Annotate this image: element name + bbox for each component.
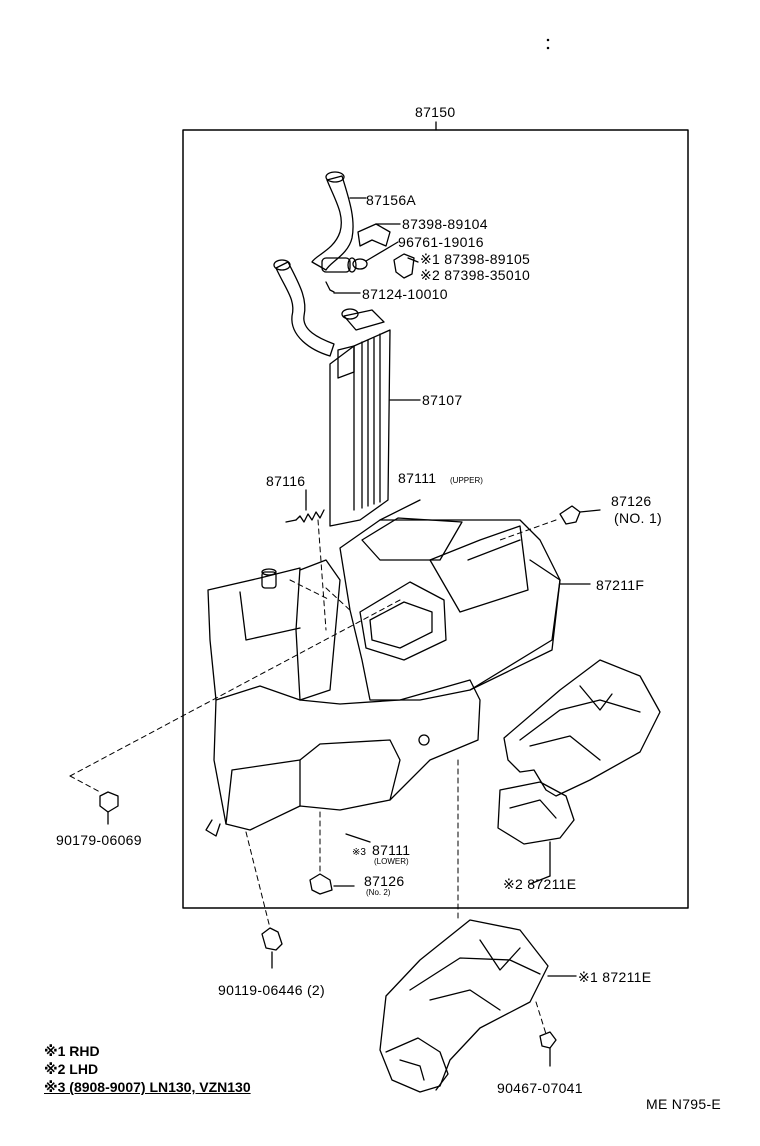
note-lower: (LOWER) [374,857,409,866]
label-87211E-lhd: ※2 87211E [503,876,577,892]
hose-87156A [312,172,366,272]
spring-87116 [286,490,324,522]
upper-case-87111 [340,518,560,700]
bolt-90119-06446 [262,928,282,968]
label-87150: 87150 [415,104,456,120]
label-87398-89105: ※1 87398-89105 [420,251,531,267]
label-87126-no1: 87126 [611,493,652,509]
clip-87126-no2 [310,874,354,894]
legend-lhd: ※2 LHD [44,1061,99,1077]
heater-core-87107 [330,309,420,526]
label-87124-10010: 87124-10010 [362,286,448,302]
label-96761-19016: 96761-19016 [398,234,484,250]
label-90119-06446: 90119-06446 (2) [218,982,325,998]
label-87126-no2: 87126 [364,873,405,889]
legend-rhd: ※1 RHD [44,1043,100,1059]
clip-87124-10010 [326,282,360,293]
label-87398-89104: 87398-89104 [402,216,488,232]
label-87111-lower: 87111 [372,842,411,858]
dashed-guide-lines [70,520,556,1034]
label-87156A: 87156A [366,192,417,208]
case-87211E-rhd [380,920,576,1092]
reference-code: ME N795-E [646,1096,722,1112]
label-90467-07041: 90467-07041 [497,1080,583,1096]
label-90179-06069: 90179-06069 [56,832,142,848]
bracket-87398 [394,254,418,278]
leader-lines [346,500,550,884]
hose-lower [274,260,334,356]
label-87111-upper: 87111 [398,470,437,486]
label-87211F: 87211F [596,577,645,593]
label-87398-35010: ※2 87398-35010 [420,267,531,283]
case-87211F [470,560,590,690]
case-87211E-lhd [498,660,660,876]
screw-90467-07041 [540,1032,556,1066]
note-no1: (NO. 1) [614,510,662,526]
speck [547,47,548,48]
label-87211E-rhd: ※1 87211E [578,969,652,985]
lower-case-87111 [206,560,480,836]
legend: ※1 RHD ※2 LHD ※3 (8908-9007) LN130, VZN1… [44,1042,251,1096]
speck [547,39,548,40]
oring-96761-19016 [353,242,398,269]
clip-87126-no1 [560,506,600,524]
label-87116: 87116 [266,473,306,489]
mark-87111-lower: ※3 [352,847,366,858]
cap-part [262,569,276,588]
clamp-87398-89104 [358,224,400,246]
label-87107: 87107 [422,392,463,408]
legend-model-range: ※3 (8908-9007) LN130, VZN130 [44,1079,251,1095]
note-upper: (UPPER) [450,476,483,485]
note-no2: (No. 2) [366,888,391,897]
nut-90179-06069 [100,792,118,824]
